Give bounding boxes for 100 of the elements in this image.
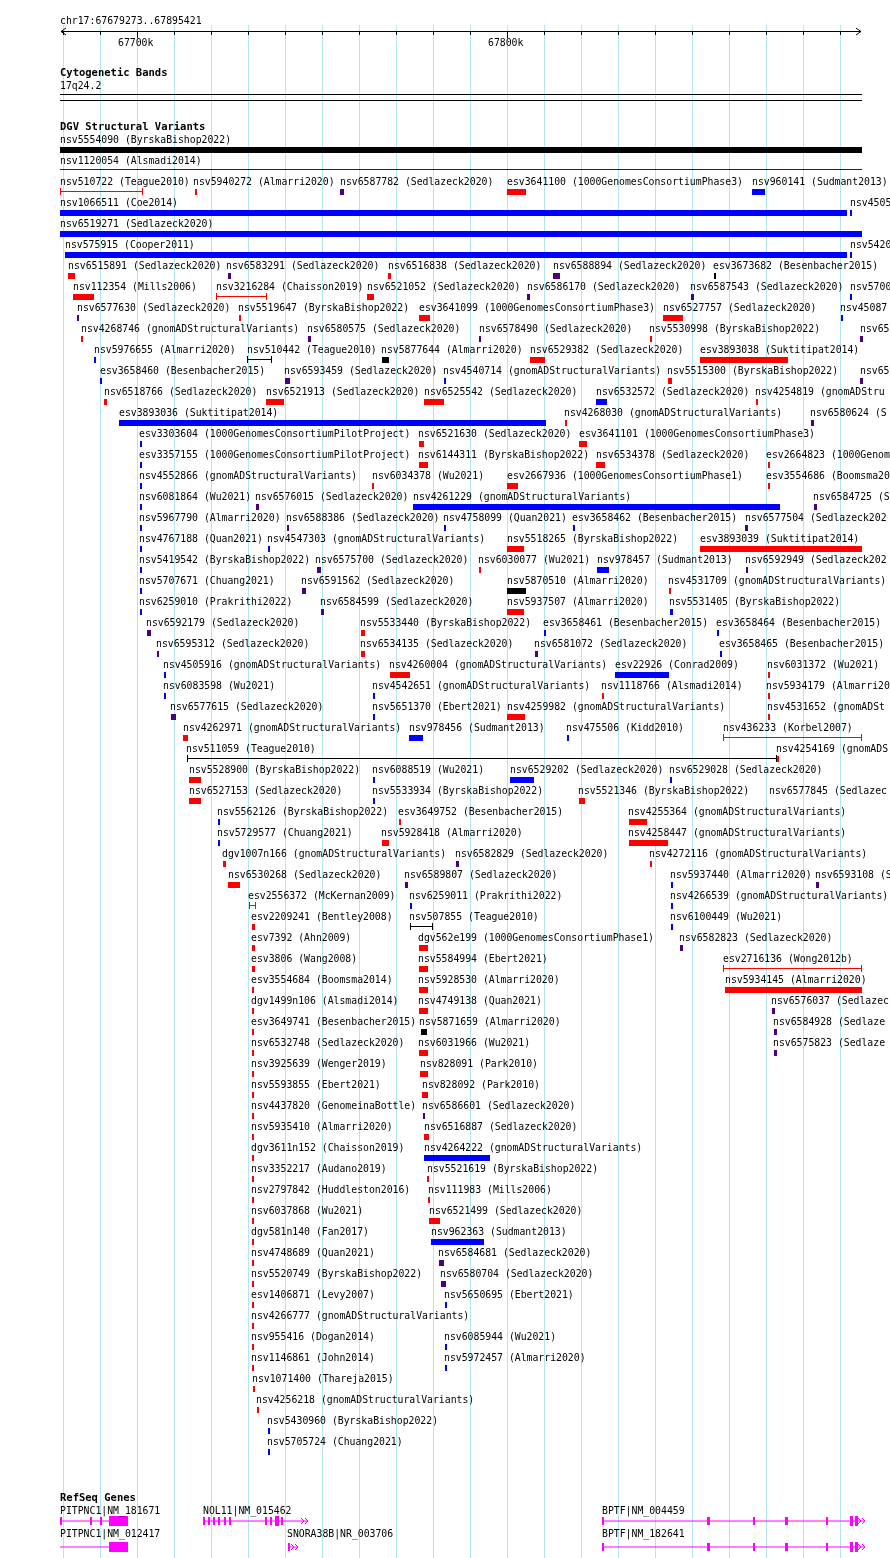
variant-label: nsv5937507 (Almarri2020)	[507, 596, 649, 607]
variant-label: esv3893036 (Suktitipat2014)	[119, 407, 279, 418]
variant-label: nsv1066511 (Coe2014)	[60, 197, 178, 208]
variant-label: nsv6592179 (Sedlazeck2020)	[146, 617, 300, 628]
variant-label: nsv4255364 (gnomADStructuralVariants)	[628, 806, 847, 817]
variant-label: esv3673682 (Besenbacher2015)	[713, 260, 879, 271]
variant-label: nsv6575823 (Sedlaze	[773, 1037, 886, 1048]
variant-label: nsv5533440 (ByrskaBishop2022)	[360, 617, 532, 628]
variant-label: nsv507855 (Teague2010)	[409, 911, 539, 922]
variant-label: nsv5934145 (Almarri2020)	[725, 974, 867, 985]
gene-label: BPTF|NM_182641	[602, 1528, 685, 1539]
variant-label: nsv6529382 (Sedlazeck2020)	[530, 344, 684, 355]
variant-label: esv3658462 (Besenbacher2015)	[572, 512, 738, 523]
variant-label: nsv5976655 (Almarri2020)	[94, 344, 236, 355]
variant-label: nsv4264222 (gnomADStructuralVariants)	[424, 1142, 643, 1153]
variant-label: esv3554686 (Boomsma20	[766, 470, 890, 481]
variant-label: nsv6580624 (S	[810, 407, 887, 418]
variant-label: nsv5554090 (ByrskaBishop2022)	[60, 134, 232, 145]
variant-label: nsv5967790 (Almarri2020)	[139, 512, 281, 523]
variant-label: nsv6587543 (Sedlazeck2020)	[690, 281, 844, 292]
variant-label: nsv6595312 (Sedlazeck2020)	[156, 638, 310, 649]
variant-label: nsv960141 (Sudmant2013)	[752, 176, 888, 187]
variant-label: nsv962363 (Sudmant2013)	[431, 1226, 567, 1237]
variant-label: nsv4262971 (gnomADStructuralVariants)	[183, 722, 402, 733]
variant-label: nsv6259011 (Prakrithi2022)	[409, 890, 563, 901]
variant-label: nsv6529202 (Sedlazeck2020)	[510, 764, 664, 775]
variant-label: nsv4758099 (Quan2021)	[443, 512, 567, 523]
variant-label: nsv5515300 (ByrskaBishop2022)	[667, 365, 839, 376]
variant-label: nsv3925639 (Wenger2019)	[251, 1058, 387, 1069]
variant-label: esv3649741 (Besenbacher2015)	[251, 1016, 417, 1027]
variant-label: nsv4254819 (gnomADStru	[755, 386, 885, 397]
variant-label: nsv6534135 (Sedlazeck2020)	[360, 638, 514, 649]
variant-label: nsv6588894 (Sedlazeck2020)	[553, 260, 707, 271]
variant-label: nsv5877644 (Almarri2020)	[381, 344, 523, 355]
variant-label: nsv4542651 (gnomADStructuralVariants)	[372, 680, 591, 691]
variant-label: nsv6088519 (Wu2021)	[372, 764, 485, 775]
variant-label: nsv828092 (Park2010)	[422, 1079, 540, 1090]
variant-label: nsv2797842 (Huddleston2016)	[251, 1184, 411, 1195]
variant-label: nsv5430960 (ByrskaBishop2022)	[267, 1415, 439, 1426]
variant-label: nsv111983 (Mills2006)	[428, 1184, 552, 1195]
variant-label: nsv6586170 (Sedlazeck2020)	[527, 281, 681, 292]
variant-label: nsv6516887 (Sedlazeck2020)	[424, 1121, 578, 1132]
variant-label: nsv6521630 (Sedlazeck2020)	[418, 428, 572, 439]
variant-label: nsv4505916 (gnomADStructuralVariants)	[163, 659, 382, 670]
variant-label: nsv4748689 (Quan2021)	[251, 1247, 375, 1258]
variant-label: nsv5521619 (ByrskaBishop2022)	[427, 1163, 599, 1174]
variant-label: nsv5521346 (ByrskaBishop2022)	[578, 785, 750, 796]
variant-label: nsv6592949 (Sedlazeck202	[745, 554, 887, 565]
variant-label: nsv6576037 (Sedlazec	[771, 995, 889, 1006]
variant-label: nsv5705724 (Chuang2021)	[267, 1436, 403, 1447]
variant-label: nsv575915 (Cooper2011)	[65, 239, 195, 250]
variant-label: esv3357155 (1000GenomesConsortiumPilotProject)	[139, 449, 411, 460]
variant-label: nsv4540714 (gnomADStructuralVariants)	[443, 365, 662, 376]
variant-label: nsv6584725 (S	[813, 491, 890, 502]
variant-label: nsv3216284 (Chaisson2019)	[216, 281, 364, 292]
variant-label: nsv6525542 (Sedlazeck2020)	[424, 386, 578, 397]
variant-label: nsv6031372 (Wu2021)	[767, 659, 880, 670]
variant-label: esv3658461 (Besenbacher2015)	[543, 617, 709, 628]
variant-label: esv3554684 (Boomsma2014)	[251, 974, 393, 985]
variant-label: esv1406871 (Levy2007)	[251, 1289, 375, 1300]
variant-label: nsv65	[860, 365, 890, 376]
variant-label: nsv6577630 (Sedlazeck2020)	[77, 302, 231, 313]
variant-label: nsv5870510 (Almarri2020)	[507, 575, 649, 586]
variant-label: esv3641099 (1000GenomesConsortiumPhase3)	[419, 302, 655, 313]
variant-label: nsv436233 (Korbel2007)	[723, 722, 853, 733]
variant-label: esv3893039 (Suktitipat2014)	[700, 533, 860, 544]
variant-label: nsv4531652 (gnomADSt	[767, 701, 885, 712]
variant-label: esv3893038 (Suktitipat2014)	[700, 344, 860, 355]
variant-label: nsv510442 (Teague2010)	[247, 344, 377, 355]
variant-label: esv3806 (Wang2008)	[251, 953, 358, 964]
variant-label: nsv6532572 (Sedlazeck2020)	[596, 386, 750, 397]
variant-label: nsv4259982 (gnomADStructuralVariants)	[507, 701, 726, 712]
variant-label: nsv4256218 (gnomADStructuralVariants)	[256, 1394, 475, 1405]
variant-label: nsv5562126 (ByrskaBishop2022)	[217, 806, 389, 817]
variant-label: nsv4749138 (Quan2021)	[418, 995, 542, 1006]
variant-label: nsv5928418 (Almarri2020)	[381, 827, 523, 838]
variant-label: dgv581n140 (Fan2017)	[251, 1226, 369, 1237]
variant-label: nsv4268746 (gnomADStructuralVariants)	[81, 323, 300, 334]
variant-label: nsv6521052 (Sedlazeck2020)	[367, 281, 521, 292]
variant-label: nsv5520749 (ByrskaBishop2022)	[251, 1268, 423, 1279]
variant-label: esv3658460 (Besenbacher2015)	[100, 365, 266, 376]
variant-label: nsv5934179 (Almarri20	[766, 680, 890, 691]
variant-label: nsv6580575 (Sedlazeck2020)	[307, 323, 461, 334]
variant-label: nsv6530268 (Sedlazeck2020)	[228, 869, 382, 880]
variant-label: esv3658464 (Besenbacher2015)	[716, 617, 882, 628]
variant-label: nsv4531709 (gnomADStructuralVariants)	[668, 575, 887, 586]
variant-label: nsv978457 (Sudmant2013)	[597, 554, 733, 565]
variant-label: nsv6583291 (Sedlazeck2020)	[226, 260, 380, 271]
variant-label: nsv4258447 (gnomADStructuralVariants)	[628, 827, 847, 838]
variant-label: nsv6534378 (Sedlazeck2020)	[596, 449, 750, 460]
variant-label: nsv5519647 (ByrskaBishop2022)	[238, 302, 410, 313]
variant-label: nsv4505	[850, 197, 890, 208]
variant-label: nsv6518766 (Sedlazeck2020)	[104, 386, 258, 397]
variant-label: nsv6575700 (Sedlazeck2020)	[315, 554, 469, 565]
gene-label: SNORA38B|NR_003706	[287, 1528, 394, 1539]
track-title: RefSeq Genes	[60, 1492, 136, 1503]
variant-label: nsv4552866 (gnomADStructuralVariants)	[139, 470, 358, 481]
variant-label: esv2209241 (Bentley2008)	[251, 911, 393, 922]
coordinate-label: chr17:67679273..67895421	[60, 15, 202, 26]
variant-label: nsv5531405 (ByrskaBishop2022)	[669, 596, 841, 607]
